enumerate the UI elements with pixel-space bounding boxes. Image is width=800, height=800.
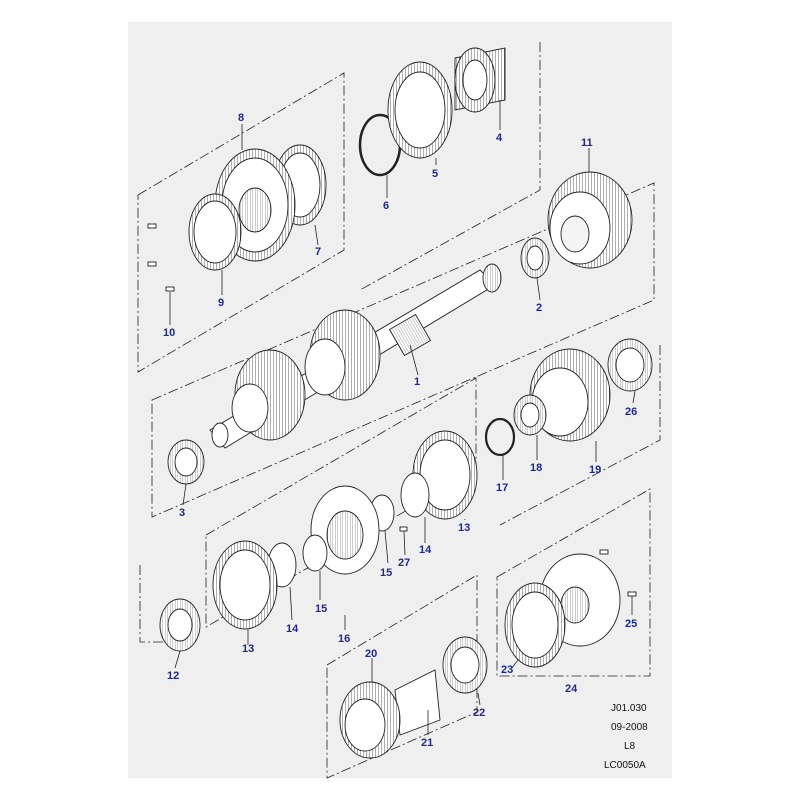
- callout-25: 25: [625, 618, 637, 630]
- callout-26: 26: [625, 406, 637, 418]
- callout-15a: 15: [380, 567, 392, 579]
- group-box-right-top: [359, 42, 541, 291]
- group-16-parts: [212, 430, 478, 630]
- callout-3: 3: [179, 507, 185, 519]
- callout-7: 7: [315, 246, 321, 258]
- ref-number: J01.030: [611, 703, 647, 714]
- part-15-cone-lower: [302, 534, 328, 572]
- group-box-24: [496, 488, 651, 677]
- group-box-8: [137, 72, 345, 373]
- callout-23: 23: [501, 664, 513, 676]
- callout-labels: 1 2 3 4 5 6 7 8 9 10 11 12 13 13 14 14 1…: [163, 112, 637, 749]
- callout-1: 1: [414, 376, 420, 388]
- part-12-bearing: [159, 598, 201, 652]
- date-label: 09-2008: [611, 722, 648, 733]
- callout-11: 11: [581, 137, 593, 149]
- part-25-key-b: [627, 591, 637, 597]
- group-box-right-mid: [499, 345, 661, 526]
- callout-12: 12: [167, 670, 179, 682]
- callout-22: 22: [473, 707, 485, 719]
- parts-17-18-19-26: [484, 338, 653, 457]
- part-10-keys: [147, 223, 175, 292]
- part-14-cone-upper: [400, 472, 430, 518]
- parts-4-5-6: [358, 47, 506, 177]
- callout-20: 20: [365, 648, 377, 660]
- part-27-key: [399, 526, 408, 532]
- part-21-sleeve: [394, 669, 441, 736]
- callout-10: 10: [163, 327, 175, 339]
- part-17-snap-ring: [484, 417, 516, 457]
- callout-5: 5: [432, 168, 438, 180]
- callout-17: 17: [496, 482, 508, 494]
- part-3-bearing: [167, 439, 205, 485]
- parts-11-2: [520, 171, 633, 279]
- callout-27: 27: [398, 557, 410, 569]
- part-1-mainshaft: [209, 263, 502, 449]
- callout-19: 19: [589, 464, 601, 476]
- callout-24: 24: [565, 683, 578, 695]
- callout-2: 2: [536, 302, 542, 314]
- callout-9: 9: [218, 297, 224, 309]
- callout-14a: 14: [419, 544, 432, 556]
- callout-21: 21: [421, 737, 433, 749]
- leader-lines: [169, 100, 636, 735]
- model-label: L8: [624, 741, 636, 752]
- callout-13a: 13: [458, 522, 470, 534]
- callout-15b: 15: [315, 603, 327, 615]
- callout-16: 16: [338, 633, 350, 645]
- callout-14b: 14: [286, 623, 299, 635]
- callout-18: 18: [530, 462, 542, 474]
- callout-13b: 13: [242, 643, 254, 655]
- group-box-20: [326, 574, 478, 779]
- group-20-parts: [339, 636, 488, 759]
- group-box-shaft: [151, 182, 655, 518]
- part-8-sync-assembly: [147, 144, 327, 292]
- callout-6: 6: [383, 200, 389, 212]
- part-25-key-a: [599, 549, 609, 555]
- code-label: LC0050A: [604, 760, 646, 771]
- callout-8: 8: [238, 112, 244, 124]
- callout-4: 4: [496, 132, 503, 144]
- group-24-parts: [504, 549, 637, 668]
